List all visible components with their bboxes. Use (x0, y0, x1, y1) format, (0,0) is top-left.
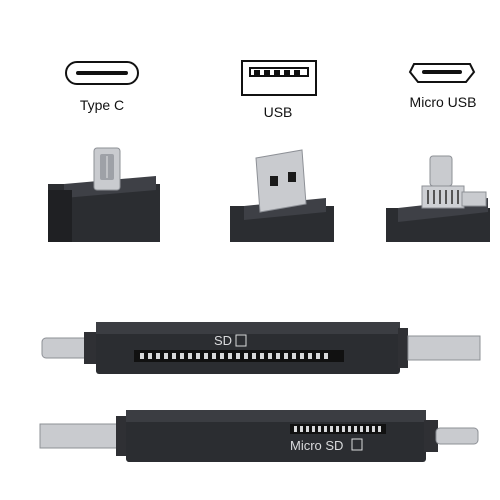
micro-usb-port-icon (408, 63, 476, 83)
card-reader-sd: SD (41, 322, 481, 374)
usb-label: USB (263, 104, 293, 120)
type-c-connector-photo (48, 147, 160, 242)
usb-connector-photo (230, 149, 334, 242)
type-c-port-icon (65, 61, 139, 85)
micro-sd-slot-label: Micro SD (290, 438, 343, 453)
usb-port-icon (241, 60, 317, 96)
sd-slot-label: SD (214, 333, 232, 348)
micro-usb-label: Micro USB (409, 94, 477, 110)
micro-usb-connector-photo (386, 155, 490, 242)
card-reader-micro-sd: Micro SD (39, 410, 479, 462)
type-c-label: Type C (79, 97, 125, 113)
sd-card-icon (235, 334, 247, 347)
micro-sd-card-icon (351, 438, 363, 451)
